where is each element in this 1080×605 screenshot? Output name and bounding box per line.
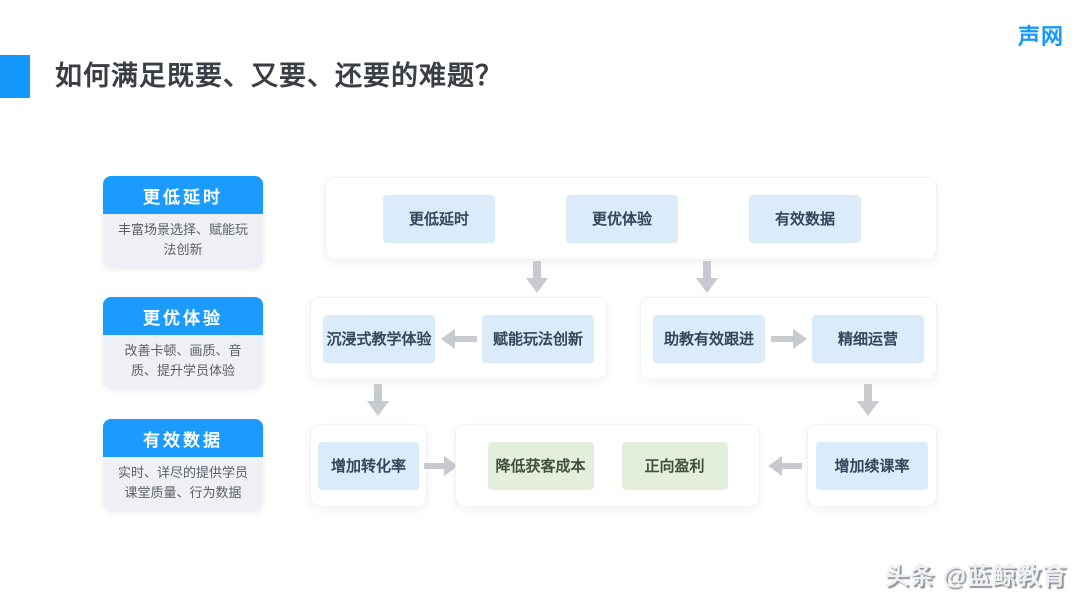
arrow-down-icon bbox=[857, 384, 879, 416]
flow-card-bottom-left: 增加转化率 bbox=[310, 424, 427, 507]
flow-card-bottom-right: 增加续课率 bbox=[807, 424, 937, 507]
legend-title: 有效数据 bbox=[103, 419, 263, 457]
flow-box-low-latency: 更低延时 bbox=[383, 194, 495, 243]
arrow-down-icon bbox=[367, 384, 389, 416]
legend-item-better-experience: 更优体验 改善卡顿、画质、音质、提升学员体验 bbox=[103, 297, 263, 389]
flow-box-lower-acquisition-cost: 降低获客成本 bbox=[487, 441, 594, 490]
legend-title: 更低延时 bbox=[103, 176, 263, 214]
legend-desc: 改善卡顿、画质、音质、提升学员体验 bbox=[103, 335, 263, 389]
arrow-left-icon bbox=[768, 456, 802, 476]
flow-box-assistant-followup: 助教有效跟进 bbox=[653, 314, 765, 363]
arrow-down-icon bbox=[526, 261, 548, 293]
agora-logo: 声网 bbox=[1017, 24, 1064, 49]
flow-box-effective-data: 有效数据 bbox=[749, 194, 861, 243]
page-title: 如何满足既要、又要、还要的难题？ bbox=[55, 61, 503, 91]
flow-box-better-experience: 更优体验 bbox=[566, 194, 678, 243]
flow-box-renewal-rate: 增加续课率 bbox=[816, 441, 928, 490]
flow-card-top: 更低延时 更优体验 有效数据 bbox=[325, 177, 937, 260]
legend-desc: 实时、详尽的提供学员课堂质量、行为数据 bbox=[103, 457, 263, 511]
legend-title: 更优体验 bbox=[103, 297, 263, 335]
flow-box-positive-profit: 正向盈利 bbox=[621, 441, 728, 490]
flow-box-immersive-teaching: 沉浸式教学体验 bbox=[323, 314, 435, 363]
flow-card-middle-right: 助教有效跟进 精细运营 bbox=[640, 297, 937, 380]
legend-desc: 丰富场景选择、赋能玩法创新 bbox=[103, 214, 263, 268]
arrow-down-icon bbox=[696, 261, 718, 293]
flow-box-refined-operation: 精细运营 bbox=[812, 314, 924, 363]
flow-card-middle-left: 沉浸式教学体验 赋能玩法创新 bbox=[310, 297, 607, 380]
flow-box-gameplay-innovation: 赋能玩法创新 bbox=[482, 314, 594, 363]
arrow-right-icon bbox=[424, 456, 458, 476]
title-accent-square bbox=[0, 55, 30, 98]
legend-item-low-latency: 更低延时 丰富场景选择、赋能玩法创新 bbox=[103, 176, 263, 268]
flow-card-bottom-center: 降低获客成本 正向盈利 bbox=[455, 424, 760, 507]
legend-item-effective-data: 有效数据 实时、详尽的提供学员课堂质量、行为数据 bbox=[103, 419, 263, 511]
watermark: 头条 @蓝鲸教育 bbox=[884, 563, 1067, 590]
arrow-right-icon bbox=[770, 328, 807, 349]
flow-box-conversion-rate: 增加转化率 bbox=[318, 441, 419, 490]
arrow-left-icon bbox=[440, 328, 477, 349]
